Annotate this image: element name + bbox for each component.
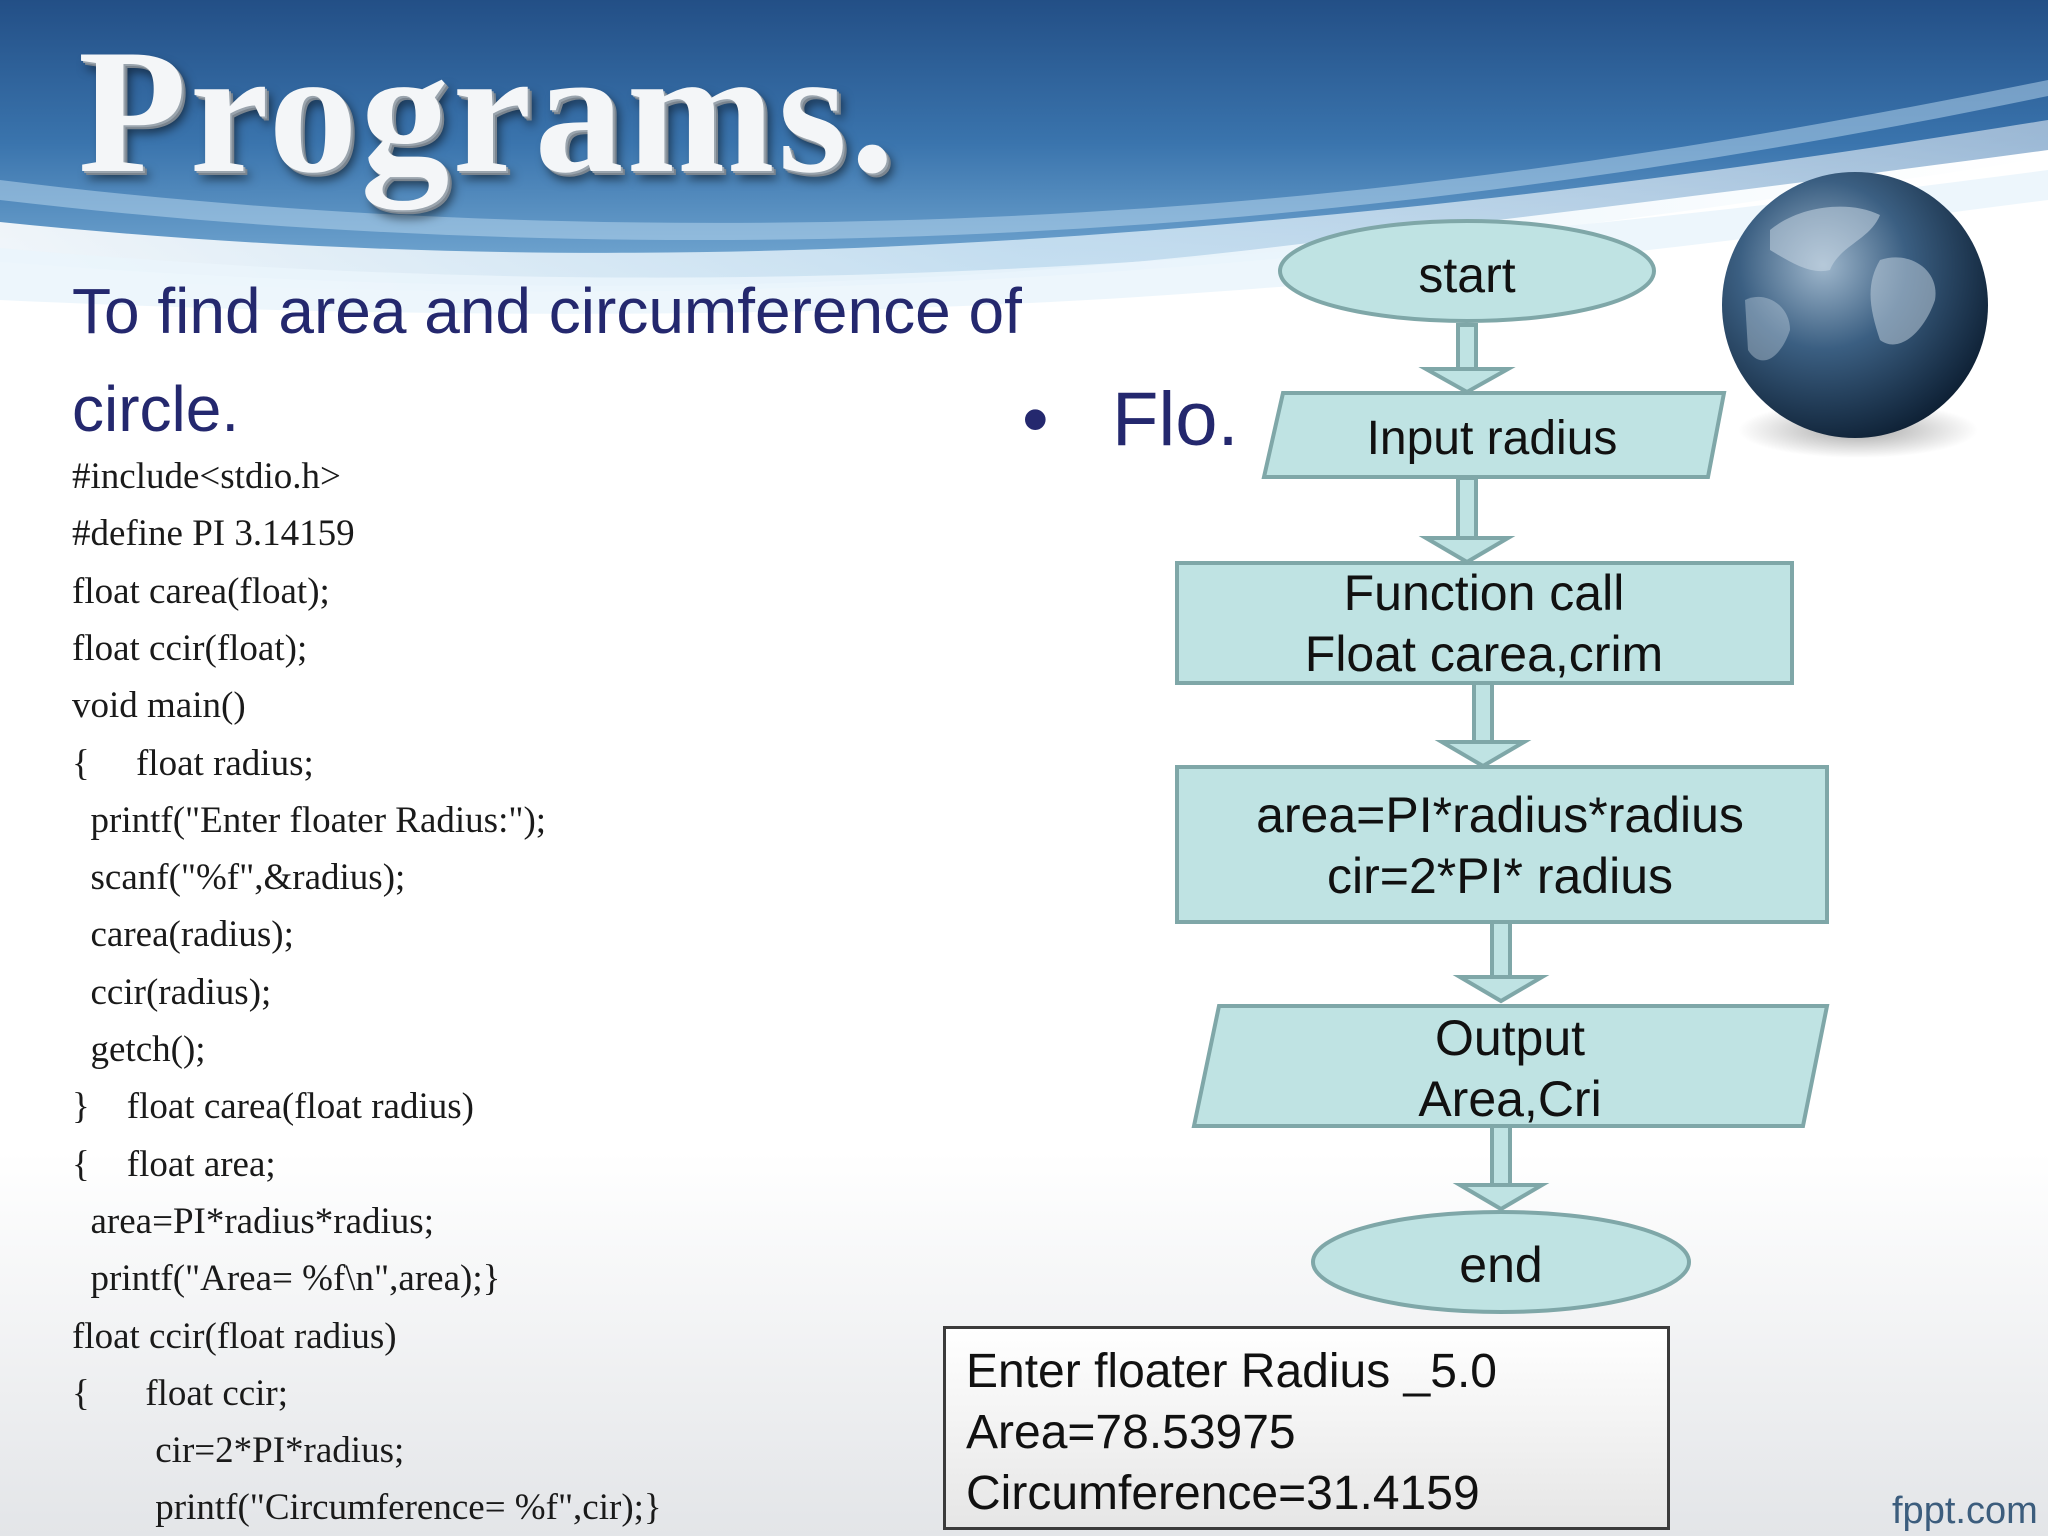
flow-compute-label-1: area=PI*radius*radius (1256, 787, 1744, 843)
code-line: printf("Circumference= %f",cir);} (72, 1487, 662, 1529)
bullet-flowchart-label: • Flo. (1022, 376, 1239, 463)
flow-arrow-4 (1452, 920, 1550, 1004)
console-output-box: Enter floater Radius _5.0 Area=78.53975 … (943, 1326, 1670, 1530)
flow-end-terminal (1311, 1210, 1691, 1314)
flow-output-label-1: Output (1435, 1010, 1585, 1066)
flow-arrow-2 (1418, 476, 1516, 565)
code-line: { float area; (72, 1143, 276, 1185)
flow-input-label: Input radius (1367, 412, 1618, 465)
code-line: } float carea(float radius) (72, 1086, 474, 1128)
code-line: #define PI 3.14159 (72, 513, 355, 555)
flow-output-label-2: Area,Cri (1418, 1071, 1601, 1127)
bullet-dot: • (1022, 377, 1112, 462)
flow-end-label: end (1459, 1237, 1542, 1293)
code-line: ccir(radius); (72, 971, 272, 1013)
code-line: float ccir(float); (72, 627, 308, 669)
code-line: area=PI*radius*radius; (72, 1200, 434, 1242)
flow-process-compute (1175, 765, 1829, 924)
code-line: float carea(float); (72, 570, 330, 612)
flow-arrow-3 (1434, 681, 1532, 769)
code-line: getch(); (72, 1029, 206, 1070)
flow-arrow-5 (1452, 1124, 1550, 1212)
code-line: { float ccir; (72, 1372, 289, 1414)
code-line: printf("Enter floater Radius:"); (72, 799, 547, 841)
flow-start-terminal (1278, 219, 1656, 323)
code-line: void main() (72, 685, 246, 727)
flow-output-parallelogram (1191, 1004, 1830, 1128)
code-line: { float radius; (72, 742, 314, 784)
flow-compute-label-2: cir=2*PI* radius (1327, 848, 1673, 904)
flow-call-label-1: Function call (1344, 565, 1625, 621)
slide-title: Programs. (78, 12, 898, 210)
flow-process-call (1175, 561, 1794, 685)
console-line-1: Enter floater Radius _5.0 (966, 1345, 1497, 1398)
flow-arrow-1 (1418, 323, 1516, 395)
footer-watermark: fppt.com (1892, 1490, 2038, 1532)
flow-call-label-2: Float carea,crim (1305, 626, 1663, 682)
flow-start-label: start (1418, 247, 1515, 303)
slide-subtitle: To find area and circumference of circle… (72, 275, 1022, 445)
bullet-text: Flo. (1111, 377, 1239, 462)
code-line: #include<stdio.h> (72, 456, 341, 497)
code-line: scanf("%f",&radius); (72, 857, 406, 899)
code-line: carea(radius); (72, 914, 294, 956)
console-line-3: Circumference=31.4159 (966, 1467, 1480, 1520)
console-line-2: Area=78.53975 (966, 1406, 1296, 1459)
code-line: float ccir(float radius) (72, 1315, 397, 1357)
code-line: printf("Area= %f\n",area);} (72, 1258, 501, 1300)
code-line: cir=2*PI*radius; (72, 1430, 405, 1472)
flow-input-parallelogram (1261, 391, 1727, 479)
